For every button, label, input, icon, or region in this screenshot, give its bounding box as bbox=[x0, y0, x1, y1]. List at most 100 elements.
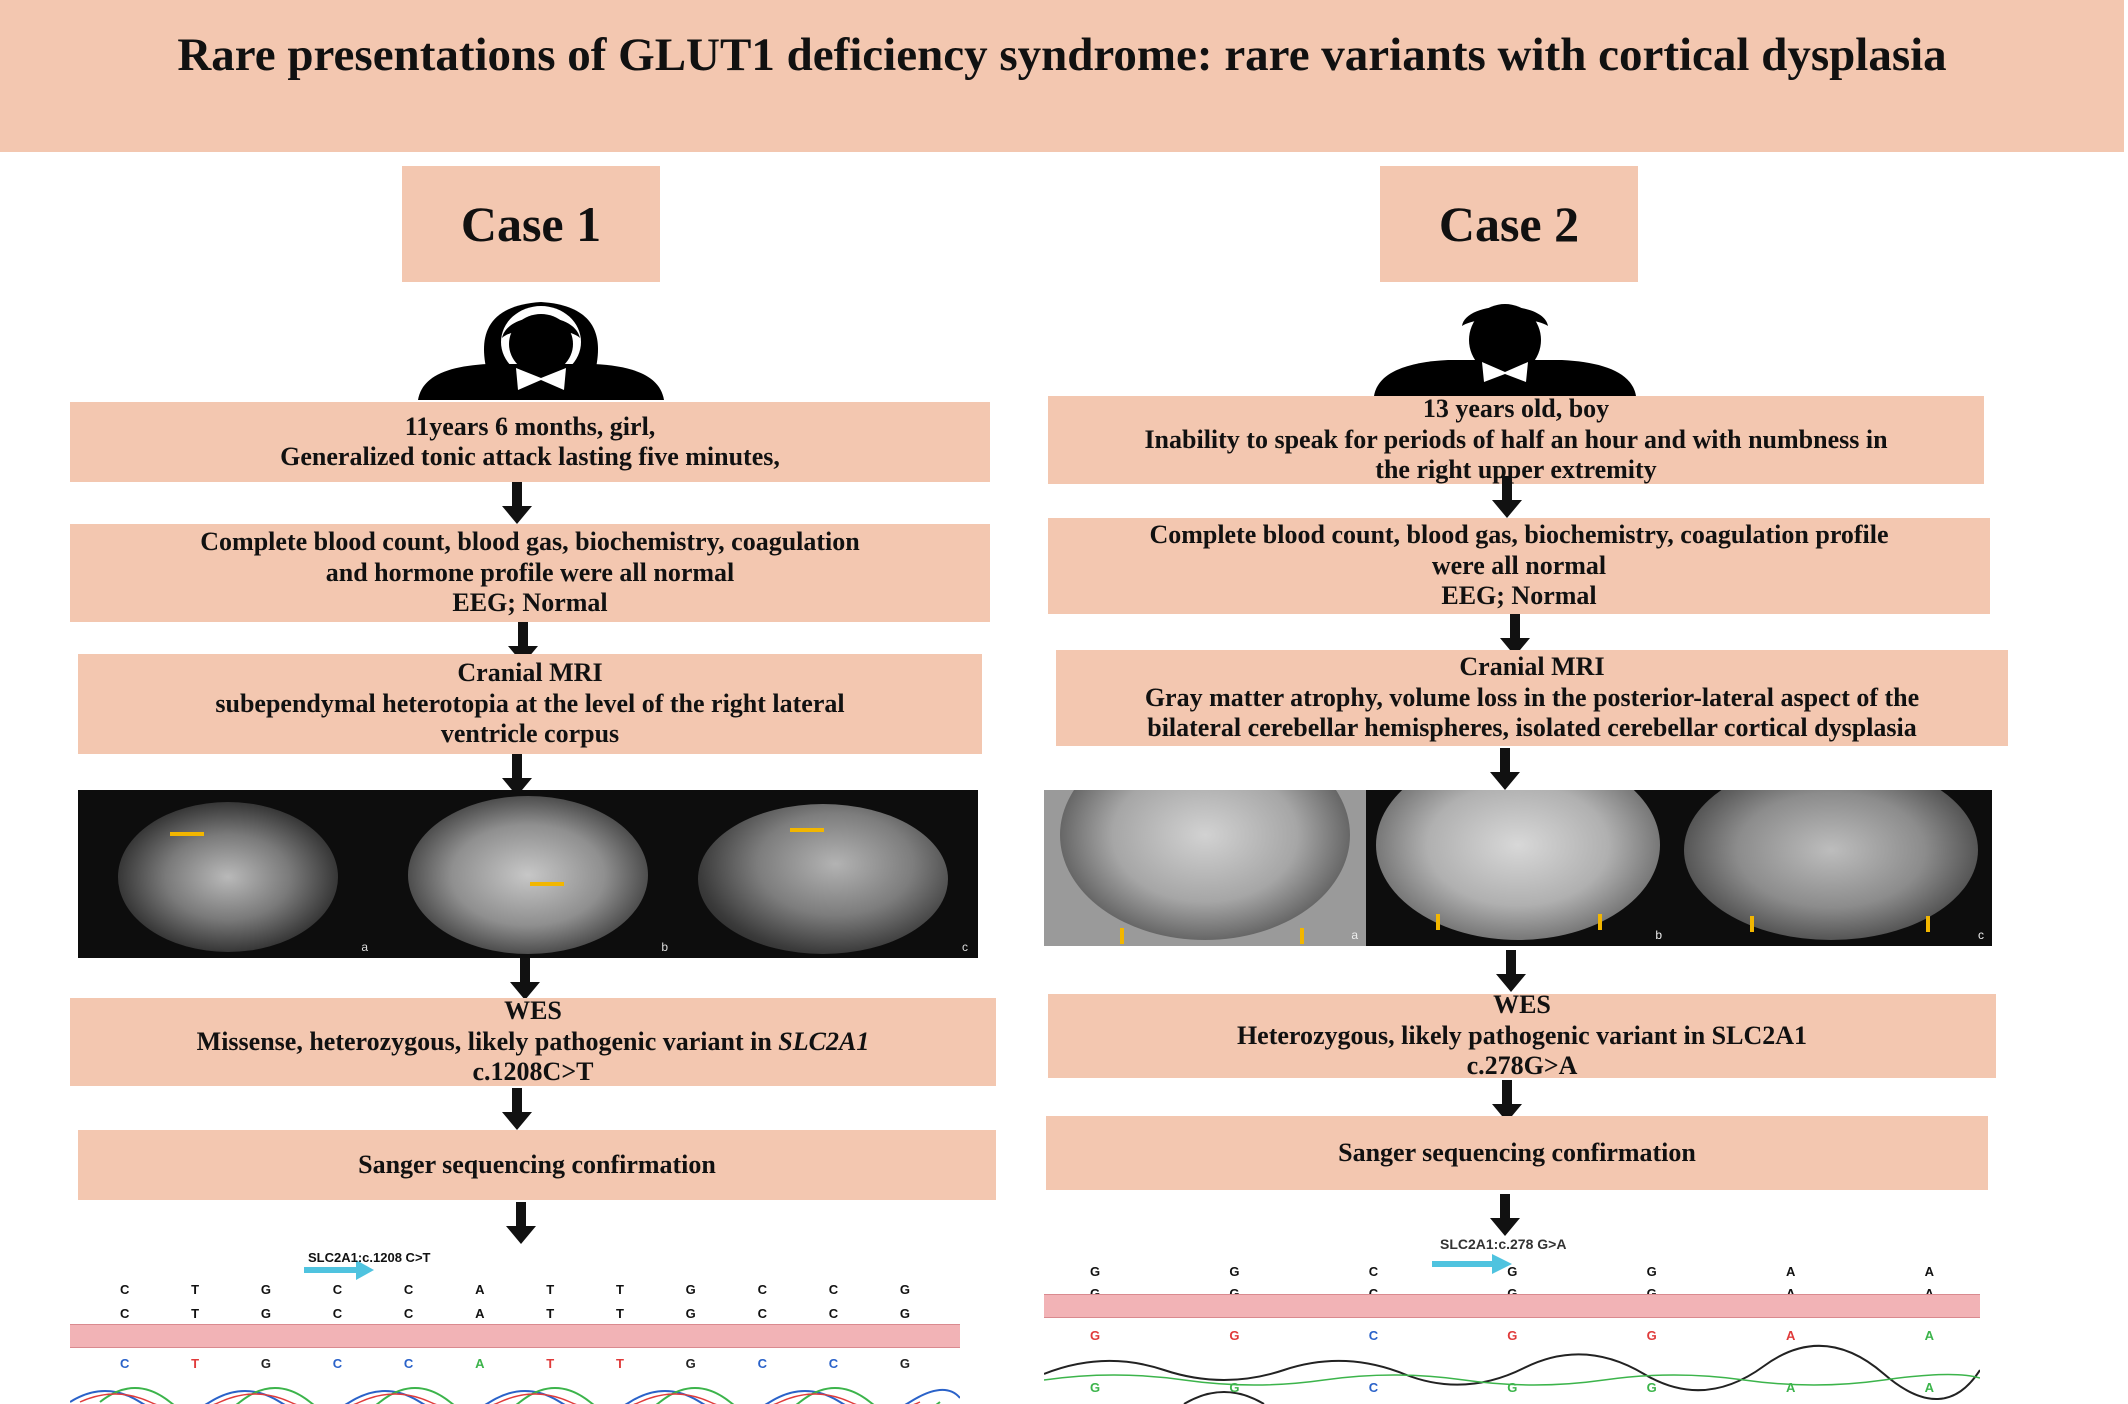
base-letter: T bbox=[191, 1282, 200, 1297]
brain-scan-image bbox=[1060, 790, 1350, 940]
sequence-highlight-bar bbox=[70, 1324, 960, 1348]
case2-mri-findings: Cranial MRI Gray matter atrophy, volume … bbox=[1056, 650, 2008, 746]
mri-panel-coronal: a bbox=[78, 790, 378, 958]
marker-arrow bbox=[530, 882, 564, 886]
arrow-down-icon bbox=[1500, 614, 1530, 656]
base-letter: G bbox=[685, 1306, 696, 1321]
base-letter: T bbox=[191, 1356, 200, 1371]
case2-labs-line: EEG; Normal bbox=[1441, 581, 1597, 611]
case2-labs-line: Complete blood count, blood gas, biochem… bbox=[1149, 520, 1889, 550]
case2-mri-images: a b c bbox=[1044, 790, 1992, 946]
base-letter: T bbox=[615, 1282, 624, 1297]
mri-panel-t1: a bbox=[1044, 790, 1366, 946]
brain-scan-image bbox=[1684, 790, 1978, 940]
case1-wes-text: Missense, heterozygous, likely pathogeni… bbox=[196, 1026, 779, 1056]
case2-presentation-line: the right upper extremity bbox=[1375, 455, 1657, 485]
base-letter: C bbox=[1369, 1286, 1378, 1301]
brain-scan-image bbox=[118, 802, 338, 952]
marker-arrow bbox=[1300, 928, 1304, 944]
arrow-down-icon bbox=[508, 622, 538, 664]
base-letter: A bbox=[1925, 1286, 1934, 1301]
case1-wes-variant: c.1208C>T bbox=[472, 1057, 594, 1087]
base-letter: T bbox=[615, 1356, 624, 1371]
base-letter: C bbox=[828, 1282, 839, 1297]
boy-person-icon bbox=[1374, 304, 1636, 396]
base-letter: A bbox=[1786, 1286, 1795, 1301]
arrow-down-icon bbox=[502, 754, 532, 796]
case1-sanger-label: Sanger sequencing confirmation bbox=[358, 1149, 716, 1179]
base-letter: C bbox=[403, 1356, 414, 1371]
base-letter: G bbox=[1646, 1264, 1657, 1279]
base-letter: A bbox=[1785, 1264, 1796, 1279]
panel-label: a bbox=[1351, 928, 1358, 942]
base-letter: G bbox=[1507, 1328, 1518, 1343]
case1-presentation: 11years 6 months, girl, Generalized toni… bbox=[70, 402, 990, 482]
case1-labs-line: Complete blood count, blood gas, biochem… bbox=[200, 527, 860, 557]
sequence-arrow-icon bbox=[304, 1260, 374, 1280]
base-letter: C bbox=[332, 1356, 343, 1371]
case2-wes-text: Heterozygous, likely pathogenic variant … bbox=[1236, 1020, 1808, 1050]
base-letter: G bbox=[1507, 1264, 1518, 1279]
case2-wes-title: WES bbox=[1493, 990, 1551, 1020]
base-letter: A bbox=[475, 1356, 485, 1371]
marker-arrow bbox=[1598, 914, 1602, 930]
base-letter: G bbox=[1090, 1286, 1100, 1301]
case2-sanger: Sanger sequencing confirmation bbox=[1046, 1116, 1988, 1190]
base-letter: C bbox=[332, 1282, 343, 1297]
base-letter: G bbox=[260, 1306, 271, 1321]
base-letter: C bbox=[332, 1306, 343, 1321]
case1-mri-title: Cranial MRI bbox=[457, 658, 603, 688]
mri-panel-flair: b bbox=[1366, 790, 1670, 946]
case1-seq-label: SLC2A1:c.1208 C>T bbox=[308, 1250, 431, 1265]
mri-panel-t2: c bbox=[1670, 790, 1992, 946]
base-letter: C bbox=[757, 1306, 767, 1321]
base-letter: T bbox=[191, 1306, 200, 1321]
arrow-down-icon bbox=[510, 958, 540, 1000]
base-letter: G bbox=[260, 1356, 271, 1371]
case1-labs-line: and hormone profile were all normal bbox=[325, 557, 735, 587]
case1-presentation-line: Generalized tonic attack lasting five mi… bbox=[280, 442, 780, 471]
case1-mri-images: a b c bbox=[78, 790, 978, 958]
base-letter: G bbox=[1646, 1328, 1657, 1343]
case2-presentation-line: 13 years old, boy bbox=[1422, 394, 1610, 424]
marker-arrow bbox=[790, 828, 824, 832]
base-letter: A bbox=[1924, 1380, 1934, 1395]
base-letter: G bbox=[1229, 1264, 1240, 1279]
case1-wes-gene: SLC2A1 bbox=[778, 1026, 870, 1056]
base-letter: G bbox=[1229, 1380, 1240, 1395]
case2-mri-line: Gray matter atrophy, volume loss in the … bbox=[1144, 682, 1920, 712]
base-letter: G bbox=[1090, 1328, 1101, 1343]
chromatogram-trace bbox=[1044, 1345, 1980, 1404]
base-letter: A bbox=[1785, 1328, 1796, 1343]
marker-arrow bbox=[1436, 914, 1440, 930]
case2-label: Case 2 bbox=[1438, 196, 1580, 252]
brain-scan-image bbox=[408, 796, 648, 954]
case1-label: Case 1 bbox=[460, 196, 602, 252]
mri-panel-sagittal: c bbox=[678, 790, 978, 958]
case2-presentation-line: Inability to speak for periods of half a… bbox=[1144, 424, 1888, 454]
case2-labs: Complete blood count, blood gas, biochem… bbox=[1048, 518, 1990, 614]
base-letter: C bbox=[403, 1306, 414, 1321]
marker-arrow bbox=[1750, 916, 1754, 932]
case1-wes-result: Missense, heterozygous, likely pathogeni… bbox=[90, 1027, 976, 1057]
base-letter: C bbox=[120, 1356, 130, 1371]
arrow-down-icon bbox=[502, 1088, 532, 1130]
case1-labs: Complete blood count, blood gas, biochem… bbox=[70, 524, 990, 622]
base-letter: A bbox=[475, 1306, 485, 1321]
brain-scan-image bbox=[698, 804, 948, 954]
panel-label: c bbox=[1978, 928, 1984, 942]
case1-presentation-line: 11years 6 months, girl, bbox=[404, 411, 656, 441]
arrow-down-icon bbox=[1492, 476, 1522, 518]
brain-scan-image bbox=[1376, 790, 1660, 940]
base-letter: G bbox=[1507, 1380, 1518, 1395]
base-letter: T bbox=[546, 1306, 555, 1321]
base-letter: C bbox=[757, 1282, 767, 1297]
